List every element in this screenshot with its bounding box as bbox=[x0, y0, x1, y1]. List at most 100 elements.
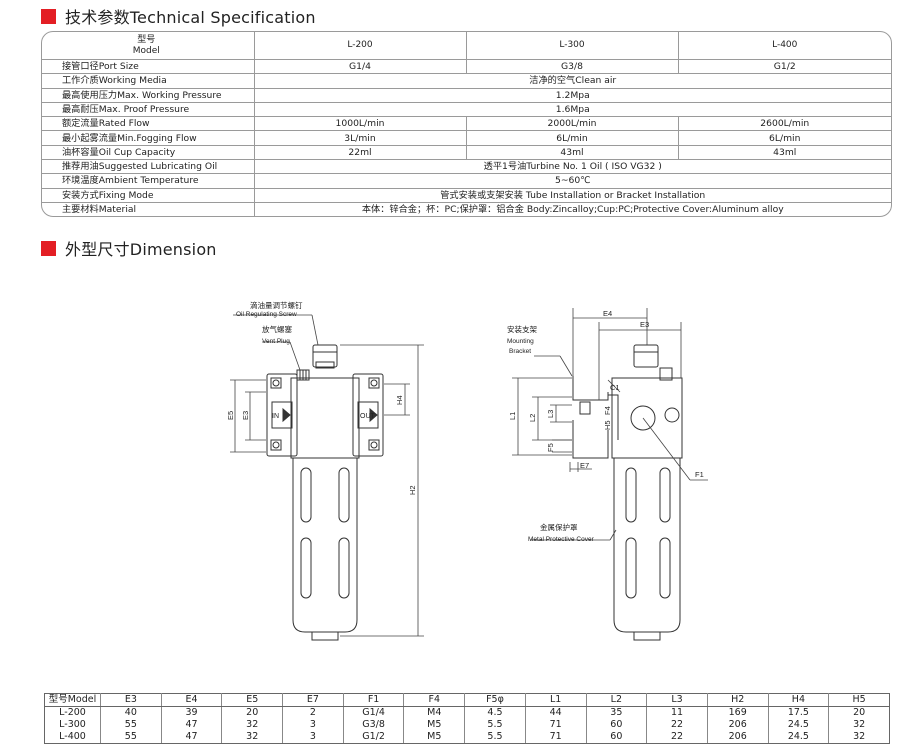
dim-cell: 20 bbox=[221, 706, 284, 719]
dim-cell: 206 bbox=[706, 731, 769, 744]
dim-e4-label: E4 bbox=[603, 309, 612, 318]
dim-cell: 60 bbox=[585, 731, 648, 744]
spec-row-label: 安装方式Fixing Mode bbox=[42, 187, 255, 203]
bracket-label-en-2: Bracket bbox=[509, 348, 531, 355]
dim-cell: 3 bbox=[282, 719, 344, 731]
dim-h2-label: H2 bbox=[408, 485, 417, 495]
dim-cell: G3/8 bbox=[342, 719, 405, 731]
dim-cell: 55 bbox=[100, 719, 162, 731]
dim-cell: 47 bbox=[160, 731, 223, 744]
dim-cell: G1/4 bbox=[342, 706, 405, 719]
spec-section-title: 技术参数Technical Specification bbox=[41, 4, 316, 28]
spec-row-value: 本体：锌合金；杯：PC;保护罩：铝合金 Body:Zincalloy;Cup:P… bbox=[253, 201, 891, 216]
model-label-cn: 型号 bbox=[137, 34, 156, 45]
spec-header-l-400: L-400 bbox=[677, 32, 891, 60]
dim-cell: 71 bbox=[524, 719, 587, 731]
dim-f5-label: F5 bbox=[546, 443, 555, 452]
spec-row-value: 43ml bbox=[465, 144, 679, 160]
dim-cell: 32 bbox=[828, 719, 890, 731]
spec-title-text: 技术参数Technical Specification bbox=[65, 8, 316, 27]
dim-header-cell: L1 bbox=[524, 693, 587, 707]
dim-cell: 22 bbox=[646, 731, 708, 744]
dim-f4-label: F4 bbox=[603, 406, 612, 415]
spec-row-value: G3/8 bbox=[465, 58, 679, 75]
spec-row-value: 1.2Mpa bbox=[253, 87, 891, 103]
dim-cell: 71 bbox=[524, 731, 587, 744]
spec-row-label: 推荐用油Suggested Lubricating Oil bbox=[42, 158, 255, 175]
dim-cell: 44 bbox=[524, 706, 587, 719]
dim-header-cell: L2 bbox=[585, 693, 648, 707]
dim-cell: 24.5 bbox=[767, 719, 830, 731]
vent-plug-label-en: Vent Plug bbox=[262, 338, 290, 345]
spec-row-label: 最高耐压Max. Proof Pressure bbox=[42, 101, 255, 118]
red-square-icon bbox=[41, 240, 56, 256]
dim-cell: 3 bbox=[282, 731, 344, 744]
dim-cell: 39 bbox=[160, 706, 223, 719]
dim-cell: L-400 bbox=[44, 731, 101, 744]
bracket-label-en-1: Mounting bbox=[507, 338, 534, 345]
spec-row-value: 2600L/min bbox=[677, 116, 891, 132]
spec-row-value: 3L/min bbox=[253, 130, 467, 146]
dim-cell: 22 bbox=[646, 719, 708, 731]
spec-row-label: 主要材料Material bbox=[42, 201, 255, 216]
dim-header-cell: E4 bbox=[160, 693, 223, 707]
dim-cell: 206 bbox=[706, 719, 769, 731]
red-square-icon bbox=[41, 8, 56, 24]
dim-cell: M5 bbox=[403, 719, 466, 731]
spec-row-label: 环境温度Ambient Temperature bbox=[42, 173, 255, 189]
spec-row-value: 2000L/min bbox=[465, 116, 679, 132]
dim-header-cell: E5 bbox=[221, 693, 284, 707]
dim-cell: L-300 bbox=[44, 719, 101, 731]
dim-cell: G1/2 bbox=[342, 731, 405, 744]
dimension-drawings: 滴油量调节螺钉 Oil Regulating Screw 放气螺塞 Vent P… bbox=[226, 300, 708, 641]
dim-cell: L-200 bbox=[44, 706, 101, 719]
dim-cell: 40 bbox=[100, 706, 162, 719]
spec-row-value: 1000L/min bbox=[253, 116, 467, 132]
spec-row-label: 最高使用压力Max. Working Pressure bbox=[42, 87, 255, 103]
dim-cell: 47 bbox=[160, 719, 223, 731]
front-view-drawing bbox=[266, 344, 384, 641]
dim-e3-label: E3 bbox=[241, 411, 250, 420]
spec-row-value: 22ml bbox=[253, 144, 467, 160]
dim-e3-side-label: E3 bbox=[640, 320, 649, 329]
spec-row-value: 1.6Mpa bbox=[253, 101, 891, 118]
spec-row-value: G1/4 bbox=[253, 58, 467, 75]
cover-label-en: Metal Protective Cover bbox=[528, 536, 595, 543]
oil-regulating-label-cn: 滴油量调节螺钉 bbox=[250, 300, 303, 310]
spec-header-l-300: L-300 bbox=[465, 32, 679, 60]
spec-row-value: 6L/min bbox=[465, 130, 679, 146]
dim-header-cell: F1 bbox=[342, 693, 405, 707]
in-port-label: IN bbox=[272, 413, 279, 420]
dim-cell: 60 bbox=[585, 719, 648, 731]
dim-cell: 4.5 bbox=[464, 706, 526, 719]
dim-cell: M4 bbox=[403, 706, 466, 719]
dim-header-cell: E7 bbox=[282, 693, 344, 707]
spec-row-value: 6L/min bbox=[677, 130, 891, 146]
dim-cell: 11 bbox=[646, 706, 708, 719]
dim-cell: 17.5 bbox=[767, 706, 830, 719]
dim-cell: 169 bbox=[706, 706, 769, 719]
dimension-title-text: 外型尺寸Dimension bbox=[65, 240, 217, 259]
model-label-en: Model bbox=[132, 45, 160, 56]
dim-cell: 20 bbox=[828, 706, 890, 719]
spec-row-label: 油杯容量Oil Cup Capacity bbox=[42, 144, 255, 160]
dim-header-cell: H2 bbox=[706, 693, 769, 707]
dim-header-cell: H4 bbox=[767, 693, 830, 707]
bracket-label-cn: 安装支架 bbox=[507, 324, 537, 334]
spec-row-value: 洁净的空气Clean air bbox=[253, 73, 891, 89]
spec-row-label: 接管口径Port Size bbox=[42, 58, 255, 75]
dim-cell: 24.5 bbox=[767, 731, 830, 744]
